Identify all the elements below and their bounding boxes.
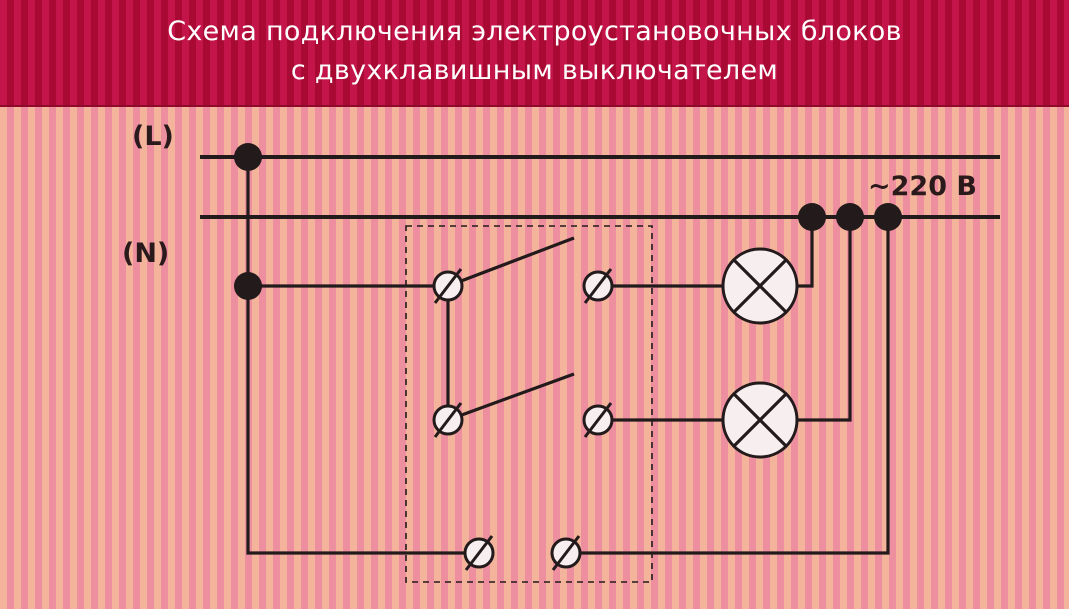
diagram-title-line2: с двухклавишным выключателем [290,55,779,86]
diagram-title-line1: Схема подключения электроустановочных бл… [167,16,902,47]
label-line-L: (L) [132,121,174,152]
socket-return-wire [566,217,890,555]
terminal-switch-in-2 [432,402,464,438]
junction-node-L [234,143,262,171]
lamp1-return-wire [796,217,814,288]
terminal-switch-out-1 [582,268,614,304]
label-line-N: (N) [122,238,169,269]
lamp-2 [721,381,799,459]
terminal-switch-out-2 [582,402,614,438]
label-voltage: ~220 В [868,171,977,202]
terminal-switch-in-1 [432,268,464,304]
junction-node-N2 [836,203,864,231]
lamp2-return-wire [796,217,852,422]
switch-key2-blade [447,372,575,422]
terminal-socket-1 [463,535,495,571]
device-block-outline [405,225,653,583]
header-banner: Схема подключения электроустановочных бл… [0,0,1069,107]
junction-node-N3 [874,203,902,231]
terminal-socket-2 [550,535,582,571]
switch-key1-blade [447,236,575,288]
lamp-1 [721,247,799,325]
junction-node-switch [234,272,262,300]
junction-node-N1 [798,203,826,231]
